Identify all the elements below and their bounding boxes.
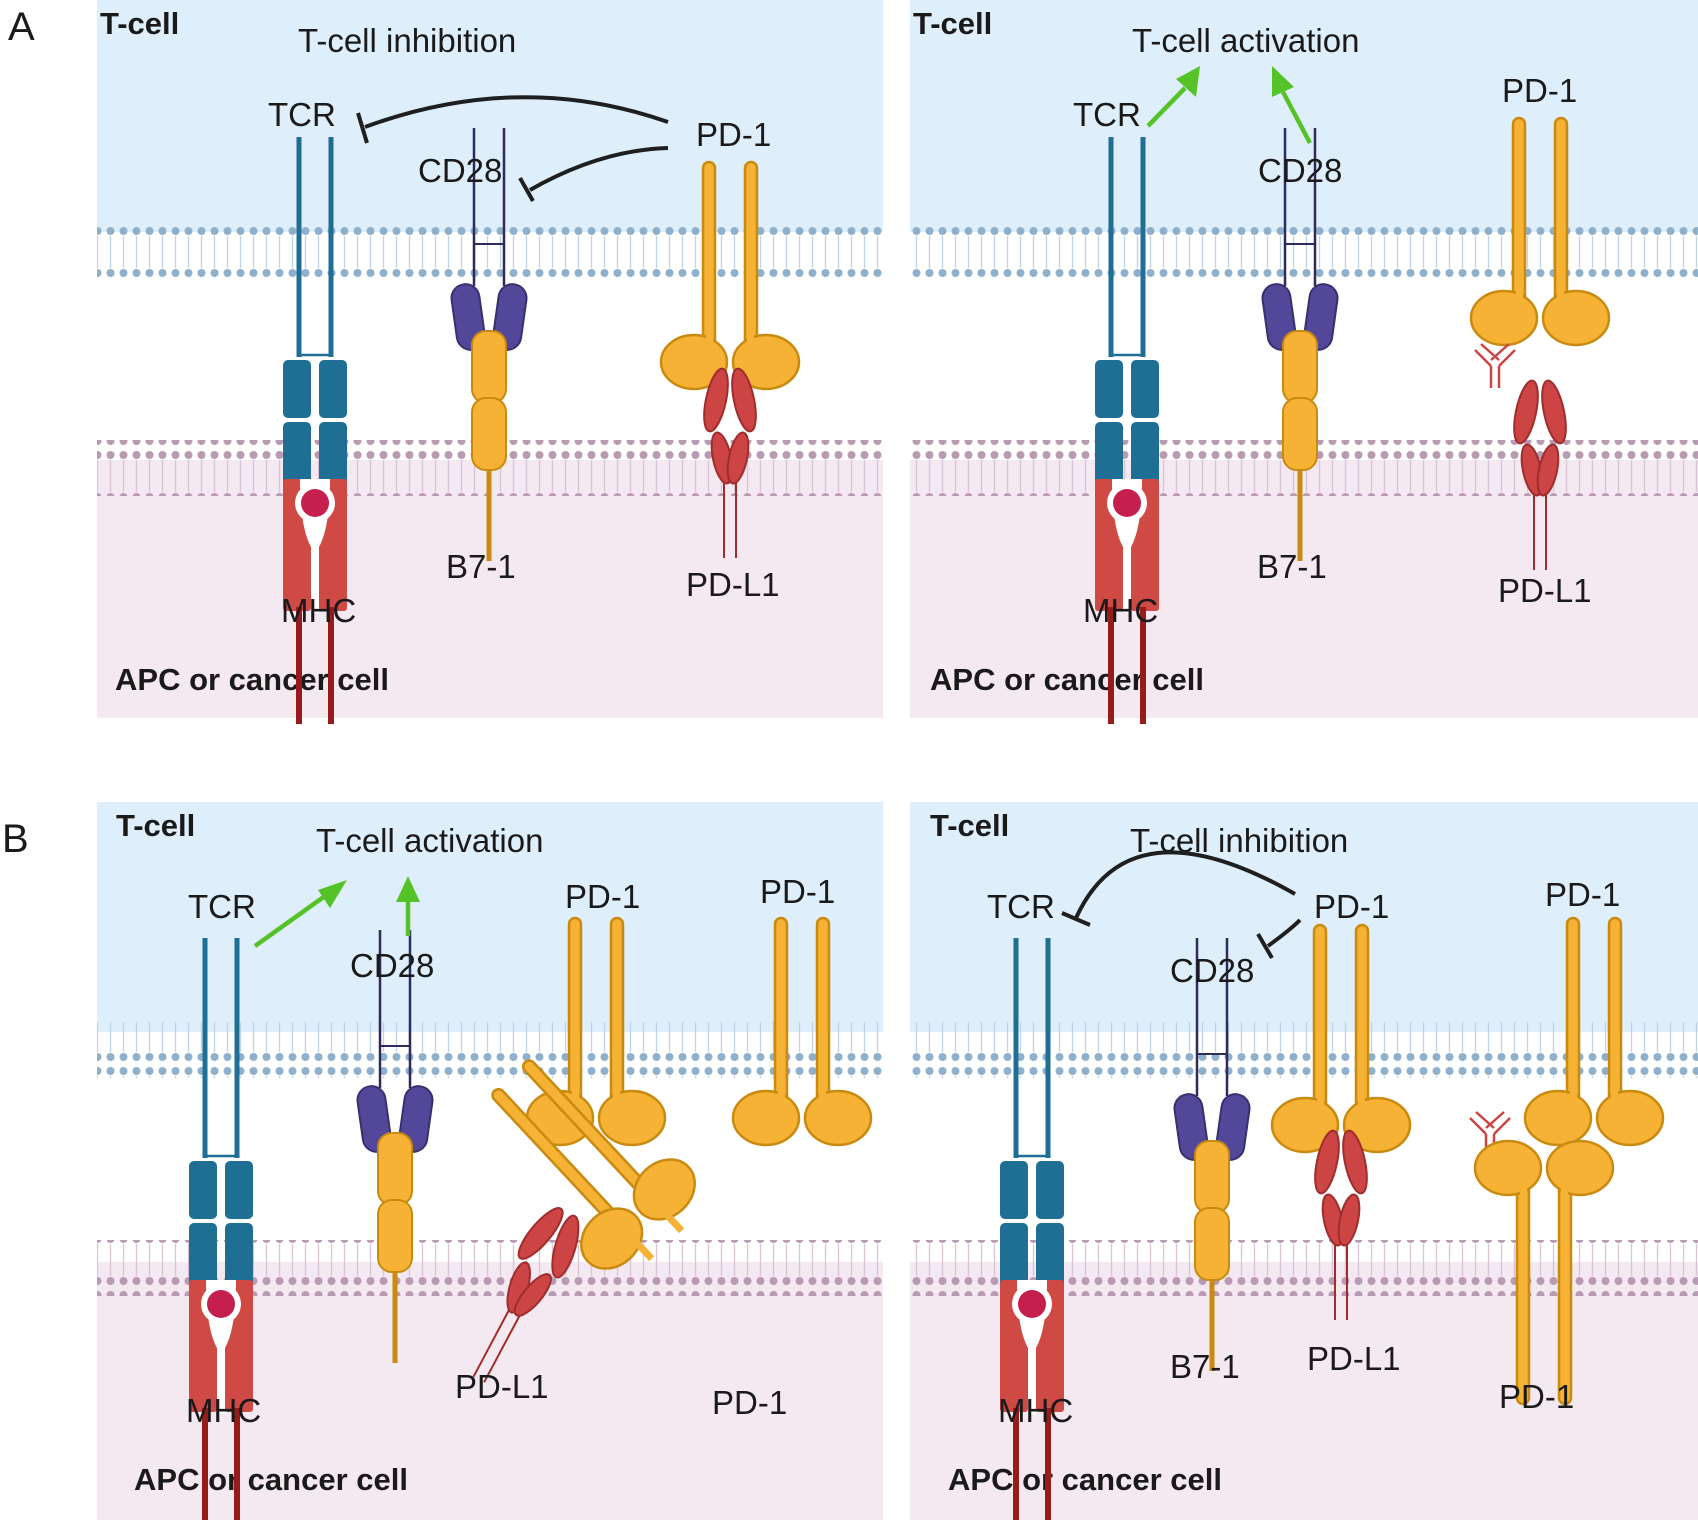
pdl1-ligand: [472, 1207, 580, 1383]
mhc-label: MHC: [281, 592, 356, 629]
inhibition-line: [1074, 850, 1296, 919]
tcell-label: T-cell: [100, 6, 179, 41]
mhc-label: MHC: [998, 1392, 1073, 1429]
mhc-label: MHC: [1083, 592, 1158, 629]
panel-title: T-cell activation: [1132, 22, 1359, 59]
pdl1-label: PD-L1: [686, 566, 780, 603]
activation-arrowhead: [318, 880, 347, 908]
pdl1-label: PD-L1: [455, 1368, 549, 1405]
tcell-label: T-cell: [913, 6, 992, 41]
pd1-soluble-label: PD-1: [712, 1384, 787, 1421]
pdl1-label: PD-L1: [1498, 572, 1592, 609]
pd1-bottom-label: PD-1: [1499, 1378, 1574, 1415]
tcell-membrane: [97, 222, 883, 278]
tcell-label: T-cell: [116, 808, 195, 843]
apc-label: APC or cancer cell: [948, 1462, 1222, 1497]
activation-arrow: [253, 894, 327, 948]
apc-background: [910, 460, 1698, 718]
cd28-label: CD28: [350, 947, 434, 984]
tcell-membrane: [97, 1022, 883, 1078]
pd1-label: PD-1: [1502, 72, 1577, 109]
tcr-label: TCR: [268, 96, 336, 133]
panel-a-right: T-cell APC or cancer cell T-cell activat…: [910, 0, 1698, 724]
tcell-label: T-cell: [930, 808, 1009, 843]
tcell-membrane: [910, 222, 1698, 278]
cd28-label: CD28: [1258, 152, 1342, 189]
panel-a-left: A T-cell APC or cancer cell T-cell inhib…: [8, 0, 883, 724]
panel-label: B: [2, 817, 29, 861]
tcr-label: TCR: [188, 888, 256, 925]
b71-label: B7-1: [1170, 1348, 1240, 1385]
pd1-label: PD-1: [760, 873, 835, 910]
pd1-label: PD-1: [1545, 876, 1620, 913]
inhibition-line: [364, 95, 669, 129]
b71-label: B7-1: [446, 548, 516, 585]
activation-arrowhead: [396, 876, 420, 902]
apc-label: APC or cancer cell: [134, 1462, 408, 1497]
pd1-inverted: [1473, 1139, 1615, 1406]
cd28-label: CD28: [1170, 952, 1254, 989]
inhibition-bar: [518, 177, 535, 202]
panel-title: T-cell inhibition: [298, 22, 516, 59]
inhibition-line: [1266, 918, 1302, 948]
pd1-label: PD-1: [696, 116, 771, 153]
apc-label: APC or cancer cell: [115, 662, 389, 697]
antibody-icon: [1473, 342, 1517, 390]
pd1-label: PD-1: [565, 878, 640, 915]
activation-arrowhead: [1176, 66, 1200, 97]
activation-arrow: [1146, 86, 1187, 128]
panel-b-right: T-cell APC or cancer cell T-cell inhibit…: [910, 802, 1698, 1520]
inhibition-line: [529, 146, 669, 192]
pd1-label: PD-1: [1314, 888, 1389, 925]
inhibition-bar: [356, 112, 369, 144]
panel-title: T-cell activation: [316, 822, 543, 859]
soluble-pd1: [491, 1059, 696, 1270]
tcell-background: [97, 802, 883, 1032]
inhibition-bar: [1256, 932, 1274, 960]
cd28-label: CD28: [418, 152, 502, 189]
mhc-label: MHC: [186, 1392, 261, 1429]
tcr-label: TCR: [1073, 96, 1141, 133]
tcr-label: TCR: [987, 888, 1055, 925]
b71-label: B7-1: [1257, 548, 1327, 585]
inhibition-bar: [1061, 911, 1091, 927]
pdl1-label: PD-L1: [1307, 1340, 1401, 1377]
apc-label: APC or cancer cell: [930, 662, 1204, 697]
activation-arrow: [1281, 90, 1312, 145]
panel-label: A: [8, 5, 35, 49]
activation-arrowhead: [1272, 66, 1294, 97]
panel-b-left: B T-cell APC or cancer cell T-cell activ…: [2, 802, 883, 1520]
